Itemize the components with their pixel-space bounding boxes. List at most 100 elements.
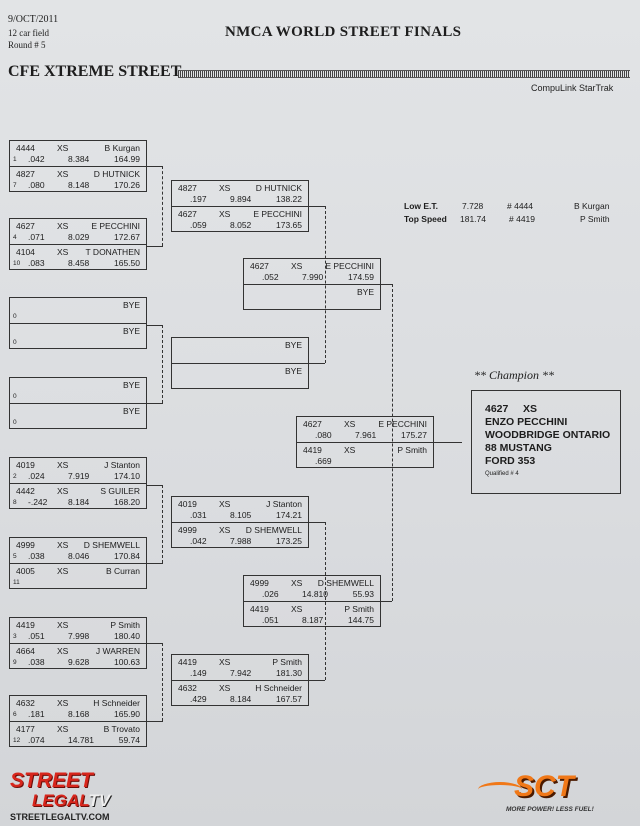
elapsed-time: 8.046 — [68, 551, 90, 561]
bracket-connector — [309, 522, 325, 523]
bracket-connector — [162, 485, 163, 563]
car-number: 4827 — [178, 183, 197, 193]
reaction-time: .052 — [262, 272, 279, 282]
champion-box: 4627 XS ENZO PECCHINI WOODBRIDGE ONTARIO… — [471, 390, 621, 494]
bracket-connector — [309, 680, 325, 681]
lane-divider — [10, 403, 146, 404]
driver-name: S GUILER — [100, 486, 140, 496]
class-code: XS — [219, 525, 231, 535]
car-number: 4442 — [16, 486, 35, 496]
bracket-connector — [309, 206, 325, 207]
elapsed-time: 8.168 — [68, 709, 90, 719]
lane-divider — [10, 166, 146, 167]
driver-name: B Curran — [105, 566, 140, 576]
bracket-connector — [147, 403, 163, 404]
elapsed-time: 7.942 — [230, 668, 252, 678]
champion-hometown: WOODBRIDGE ONTARIO — [485, 429, 611, 441]
lane-divider — [244, 601, 380, 602]
driver-name: D SHEMWELL — [317, 578, 374, 588]
bracket-connector — [381, 284, 392, 285]
champion-vehicle: 88 MUSTANG — [485, 442, 552, 454]
class-code: XS — [57, 143, 69, 153]
reaction-time: .149 — [190, 668, 207, 678]
elapsed-time: 7.998 — [68, 631, 90, 641]
class-code: XS — [57, 221, 69, 231]
car-number: 4827 — [16, 169, 35, 179]
elapsed-time: 7.919 — [68, 471, 90, 481]
lane-divider — [244, 284, 380, 285]
car-number: 4627 — [303, 419, 322, 429]
champion-driver: ENZO PECCHINI — [485, 416, 568, 428]
driver-name: H Schneider — [255, 683, 302, 693]
trap-speed: 100.63 — [114, 657, 140, 667]
class-code: XS — [57, 620, 69, 630]
lane-divider — [172, 522, 308, 523]
reaction-time: .038 — [28, 657, 45, 667]
reaction-time: .031 — [190, 510, 207, 520]
bracket-connector — [309, 363, 325, 364]
elapsed-time: 8.052 — [230, 220, 252, 230]
lane-divider — [10, 483, 146, 484]
car-number: 4632 — [178, 683, 197, 693]
reaction-time: .669 — [315, 456, 332, 466]
champion-car: 4627 XS — [485, 403, 537, 415]
class-code: XS — [344, 419, 356, 429]
lane-divider — [10, 563, 146, 564]
seed-number: 12 — [13, 737, 21, 744]
seed-number: 0 — [13, 393, 17, 400]
trap-speed: 173.65 — [276, 220, 302, 230]
bracket-connector — [147, 166, 163, 167]
elapsed-time: 7.961 — [355, 430, 377, 440]
car-number: 4177 — [16, 724, 35, 734]
low-et-value: 7.728 — [462, 201, 484, 211]
reaction-time: .181 — [28, 709, 45, 719]
logo-legal: LEGAL — [32, 791, 89, 810]
bracket-connector — [325, 522, 326, 680]
lane-divider — [297, 442, 433, 443]
trap-speed: 180.40 — [114, 631, 140, 641]
seed-number: 8 — [13, 499, 17, 506]
class-code: XS — [57, 486, 69, 496]
car-number: 4019 — [16, 460, 35, 470]
car-number: 4627 — [16, 221, 35, 231]
car-number: 4999 — [178, 525, 197, 535]
class-code: XS — [219, 183, 231, 193]
lane-divider — [10, 643, 146, 644]
trap-speed: 59.74 — [118, 735, 140, 745]
class-code: XS — [57, 460, 69, 470]
class-code: XS — [57, 540, 69, 550]
driver-name: E PECCHINI — [378, 419, 427, 429]
class-code: XS — [291, 261, 303, 271]
low-et-driver: B Kurgan — [574, 201, 610, 211]
elapsed-time: 8.384 — [68, 154, 90, 164]
bracket-connector — [325, 206, 326, 363]
trap-speed: 181.30 — [276, 668, 302, 678]
logo-tv: TV — [88, 791, 111, 810]
bracket-connector — [147, 721, 163, 722]
vendor-label: CompuLink StarTrak — [531, 83, 614, 93]
driver-name: D HUTNICK — [93, 169, 140, 179]
driver-name: J Stanton — [104, 460, 140, 470]
champion-qualified: Qualified # 4 — [485, 471, 519, 477]
sct-swoosh-icon — [478, 782, 522, 797]
logo-url: STREETLEGALTV.COM — [10, 812, 110, 822]
top-speed-driver: P Smith — [580, 214, 610, 224]
elapsed-time: 8.029 — [68, 232, 90, 242]
driver-name: D SHEMWELL — [83, 540, 140, 550]
reaction-time: .074 — [28, 735, 45, 745]
reaction-time: .026 — [262, 589, 279, 599]
driver-name: BYE — [122, 380, 140, 390]
sct-wordmark: SCT — [514, 770, 574, 803]
car-number: 4419 — [178, 657, 197, 667]
date-label: 9/OCT/2011 — [8, 14, 59, 25]
seed-number: 2 — [13, 473, 17, 480]
logo-street: STREET — [10, 769, 93, 792]
class-code: XS — [57, 724, 69, 734]
reaction-time: .197 — [190, 194, 207, 204]
driver-name: BYE — [356, 287, 374, 297]
